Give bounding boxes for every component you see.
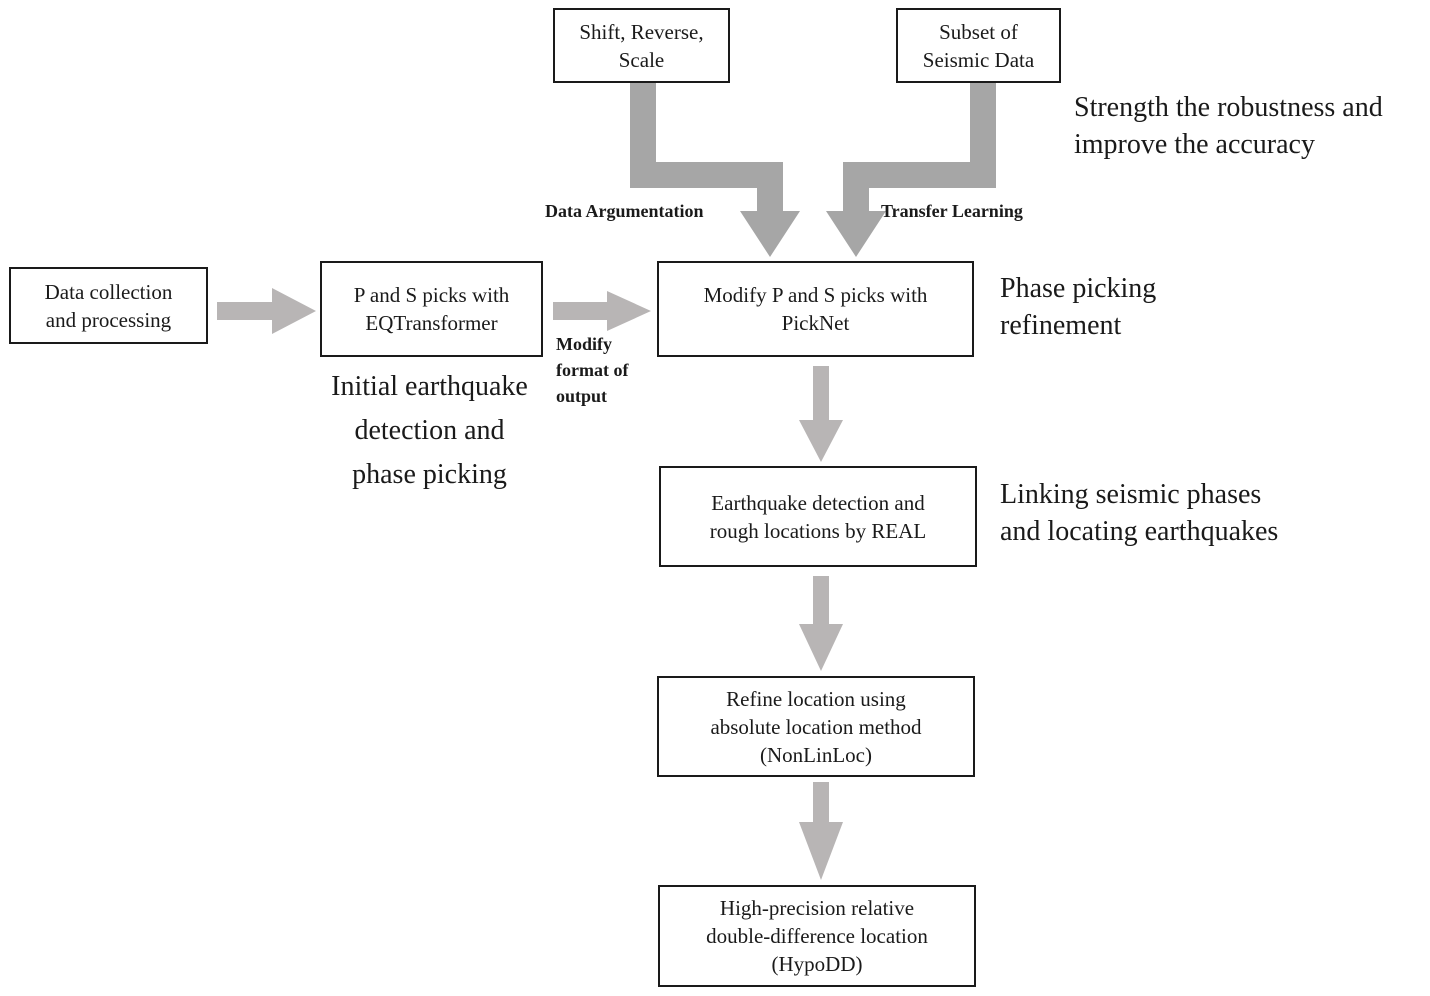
note-line: refinement — [1000, 310, 1122, 341]
box-text-line: absolute location method — [710, 714, 922, 739]
box-text-line: (NonLinLoc) — [760, 742, 872, 767]
note-line: Linking seismic phases — [1000, 479, 1262, 510]
note-line: improve the accuracy — [1074, 129, 1315, 160]
label-data-augmentation: Data Argumentation — [545, 201, 704, 221]
box-text-line: Subset of — [939, 19, 1018, 44]
box-text-line: Seismic Data — [922, 47, 1035, 72]
box-text-line: Refine location using — [726, 686, 906, 711]
arrow-real-to-nonlinloc — [799, 576, 843, 671]
box-text-line: PickNet — [781, 311, 850, 335]
note-robustness: Strength the robustness and improve the … — [1074, 89, 1383, 163]
note-line: Strength the robustness and — [1074, 92, 1383, 123]
label-modify-format: Modify format of output — [556, 331, 628, 409]
box-text-line: Modify P and S picks with — [703, 283, 928, 307]
box-text-line: double-difference location — [706, 924, 928, 948]
note-line: Phase picking — [1000, 273, 1157, 304]
box-text-line: rough locations by REAL — [709, 518, 927, 543]
box-text-line: Data collection — [44, 279, 173, 304]
note-linking: Linking seismic phases and locating eart… — [1000, 476, 1278, 550]
label-transfer-learning: Transfer Learning — [881, 201, 1023, 221]
arrow-augmentation — [630, 82, 800, 257]
box-shift-reverse-scale: Shift, Reverse, Scale — [553, 8, 730, 83]
box-text-line: High-precision relative — [719, 896, 915, 920]
box-text-line: and processing — [45, 307, 172, 332]
note-line: Initial earthquake — [331, 371, 528, 402]
note-line: and locating earthquakes — [1000, 516, 1279, 547]
note-initial-detection: Initial earthquake detection and phase p… — [313, 365, 546, 497]
arrow-transfer — [826, 82, 996, 257]
box-hypodd: High-precision relative double-differenc… — [658, 885, 976, 987]
box-picknet: Modify P and S picks with PickNet — [657, 261, 974, 357]
note-phase-refinement: Phase picking refinement — [1000, 270, 1156, 344]
box-text-line: P and S picks with — [353, 283, 510, 307]
box-text-line: (HypoDD) — [771, 952, 863, 976]
box-real: Earthquake detection and rough locations… — [659, 466, 977, 567]
box-text-line: Scale — [618, 47, 665, 72]
note-line: phase picking — [352, 459, 507, 490]
label-line: format of — [556, 360, 629, 380]
box-subset-seismic-data: Subset of Seismic Data — [896, 8, 1061, 83]
arrow-nonlinloc-to-hypodd — [799, 782, 843, 880]
label-line: Modify — [556, 334, 612, 354]
box-text-line: EQTransformer — [365, 311, 498, 335]
arrow-picknet-to-real — [799, 366, 843, 462]
box-eqtransformer: P and S picks with EQTransformer — [320, 261, 543, 357]
arrow-eqt-to-picknet — [553, 291, 651, 331]
box-text-line: Shift, Reverse, — [579, 19, 704, 44]
box-nonlinloc: Refine location using absolute location … — [657, 676, 975, 777]
label-line: output — [556, 386, 608, 406]
arrow-collection-to-eqt — [217, 288, 316, 334]
note-line: detection and — [354, 415, 505, 446]
box-data-collection: Data collection and processing — [9, 267, 208, 344]
box-text-line: Earthquake detection and — [711, 490, 925, 515]
